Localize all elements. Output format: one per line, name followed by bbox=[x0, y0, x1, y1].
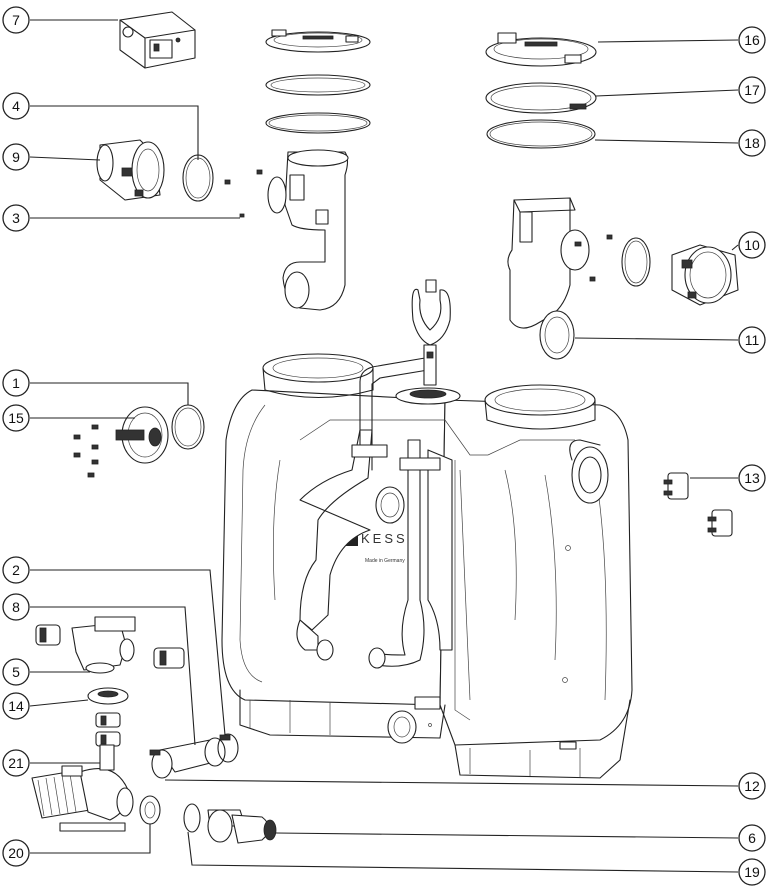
callout-label-6: 6 bbox=[748, 830, 756, 846]
seal-ring-right bbox=[621, 237, 651, 287]
leader-lines bbox=[29, 19, 739, 873]
callout-8: 8 bbox=[2, 593, 30, 621]
callouts: 7 4 9 3 16 17 18 10 11 1 15 13 2 8 5 14 … bbox=[2, 6, 766, 886]
callout-label-10: 10 bbox=[744, 237, 760, 253]
callout-label-14: 14 bbox=[8, 698, 24, 714]
callout-14: 14 bbox=[2, 692, 30, 720]
internal-pipes bbox=[296, 357, 453, 710]
vent-valve bbox=[411, 279, 451, 386]
tank-body: KESS Made in Germany bbox=[221, 353, 633, 779]
seal-20 bbox=[139, 795, 161, 825]
seal-left bbox=[265, 112, 371, 134]
callout-label-4: 4 bbox=[12, 98, 20, 114]
callout-label-21: 21 bbox=[8, 755, 24, 771]
screws-15 bbox=[73, 424, 99, 478]
inspection-flange-15 bbox=[115, 406, 169, 464]
callout-13: 13 bbox=[738, 464, 766, 492]
clamp-ring-left bbox=[265, 74, 371, 96]
callout-label-19: 19 bbox=[744, 864, 760, 880]
callout-1: 1 bbox=[2, 369, 30, 397]
callout-label-2: 2 bbox=[12, 562, 20, 578]
callout-label-9: 9 bbox=[12, 149, 20, 165]
callout-2: 2 bbox=[2, 556, 30, 584]
callout-label-20: 20 bbox=[8, 845, 24, 861]
brand-text: KESS bbox=[361, 531, 408, 546]
callout-9: 9 bbox=[2, 143, 30, 171]
screws-right bbox=[574, 234, 613, 282]
callout-label-5: 5 bbox=[12, 664, 20, 680]
callout-label-13: 13 bbox=[744, 470, 760, 486]
lid-left bbox=[265, 29, 371, 53]
callout-label-12: 12 bbox=[744, 778, 760, 794]
callout-16: 16 bbox=[738, 26, 766, 54]
callout-19: 19 bbox=[738, 858, 766, 886]
callout-label-1: 1 bbox=[12, 375, 20, 391]
callout-5: 5 bbox=[2, 658, 30, 686]
riser-pipe-left bbox=[267, 149, 349, 311]
callout-label-17: 17 bbox=[744, 82, 760, 98]
callout-11: 11 bbox=[738, 326, 766, 354]
seal-18 bbox=[486, 119, 596, 149]
callout-6: 6 bbox=[738, 824, 766, 852]
seal-ring-1 bbox=[171, 404, 205, 450]
callout-21: 21 bbox=[2, 749, 30, 777]
callout-12: 12 bbox=[738, 772, 766, 800]
callout-label-8: 8 bbox=[12, 599, 20, 615]
clamp-ring-17 bbox=[485, 82, 597, 114]
sleeve-12 bbox=[149, 733, 239, 779]
valve-5 bbox=[71, 616, 136, 674]
callout-label-11: 11 bbox=[745, 332, 760, 348]
callout-17: 17 bbox=[738, 76, 766, 104]
callout-label-16: 16 bbox=[744, 32, 760, 48]
check-valve-6 bbox=[183, 803, 277, 844]
made-in-text: Made in Germany bbox=[365, 558, 405, 564]
lid-16 bbox=[485, 32, 597, 67]
callout-15: 15 bbox=[2, 404, 30, 432]
callout-label-3: 3 bbox=[12, 210, 20, 226]
callout-label-7: 7 bbox=[12, 12, 20, 28]
clamps-14 bbox=[95, 712, 121, 747]
callout-4: 4 bbox=[2, 92, 30, 120]
control-unit bbox=[119, 11, 196, 69]
riser-pipe-right bbox=[507, 197, 590, 360]
pipe-connector-9 bbox=[96, 139, 165, 201]
callout-label-18: 18 bbox=[744, 135, 760, 151]
callout-3: 3 bbox=[2, 204, 30, 232]
pipe-connector-10 bbox=[671, 244, 739, 306]
pump-21 bbox=[31, 744, 134, 832]
callout-20: 20 bbox=[2, 839, 30, 867]
callout-7: 7 bbox=[2, 6, 30, 34]
hose-clamps-13 bbox=[663, 472, 733, 537]
seal-ring-4 bbox=[182, 154, 214, 202]
callout-10: 10 bbox=[738, 231, 766, 259]
callout-18: 18 bbox=[738, 129, 766, 157]
callout-label-15: 15 bbox=[8, 410, 24, 426]
screws-3 bbox=[224, 169, 263, 218]
clamps-8 bbox=[35, 624, 185, 669]
